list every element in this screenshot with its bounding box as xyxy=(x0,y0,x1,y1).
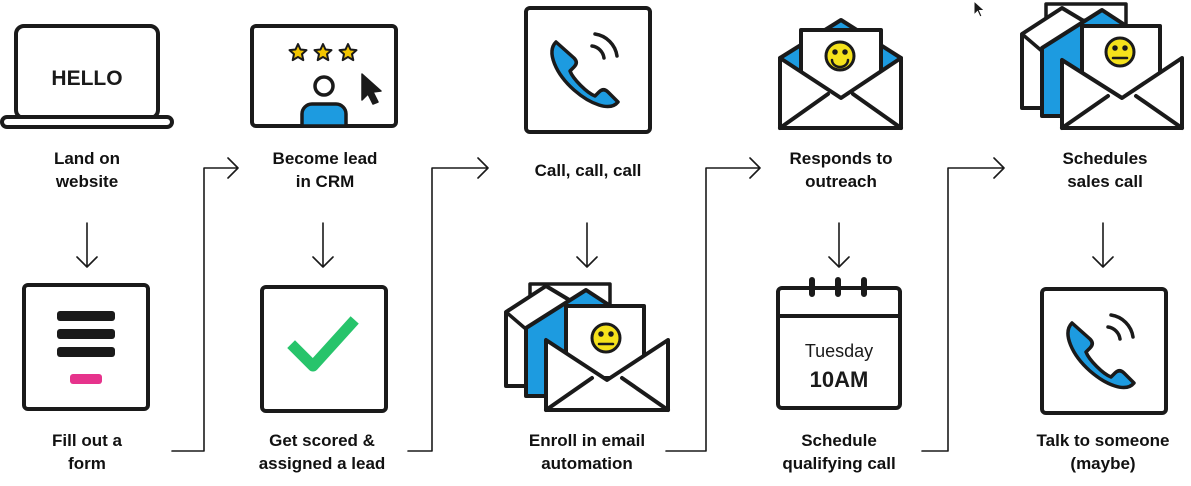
step-get-scored: Get scored & assigned a lead xyxy=(258,431,386,473)
step-enroll-email: Enroll in email automation xyxy=(528,431,646,473)
web-form-icon xyxy=(22,283,150,411)
arrow-down-icon xyxy=(312,222,334,268)
step-call: Call, call, call xyxy=(534,161,642,180)
arrow-down-icon xyxy=(828,222,850,268)
mouse-cursor-icon xyxy=(973,0,986,18)
connector-arrow-icon xyxy=(171,157,239,452)
calendar-icon xyxy=(776,277,902,410)
laptop-icon xyxy=(0,24,174,129)
step-schedule-qualifying: Schedule qualifying call xyxy=(782,431,896,473)
connector-arrow-icon xyxy=(921,157,1005,452)
step-land-on-website: Land on website xyxy=(53,149,121,191)
step-responds: Responds to outreach xyxy=(789,149,893,191)
calendar-time-text: 10AM xyxy=(810,367,869,392)
step-fill-form: Fill out a form xyxy=(52,431,122,473)
arrow-down-icon xyxy=(576,222,598,268)
step-become-lead: Become lead in CRM xyxy=(272,149,378,191)
laptop-screen-text: HELLO xyxy=(51,67,122,90)
step-talk-to-someone: Talk to someone (maybe) xyxy=(1036,431,1170,473)
checkmark-icon xyxy=(260,285,388,413)
arrow-down-icon xyxy=(1092,222,1114,268)
crm-profile-icon xyxy=(250,24,398,128)
phone-call-icon xyxy=(1040,287,1168,415)
email-reply-icon xyxy=(778,18,903,130)
arrow-down-icon xyxy=(76,222,98,268)
calendar-day-text: Tuesday xyxy=(805,341,873,361)
step-schedules-sales-call: Schedules sales call xyxy=(1062,149,1148,191)
email-automation-icon xyxy=(504,282,670,412)
connector-arrow-icon xyxy=(407,157,489,452)
connector-arrow-icon xyxy=(665,157,761,452)
email-stack-icon xyxy=(1020,2,1184,130)
phone-call-icon xyxy=(524,6,652,134)
